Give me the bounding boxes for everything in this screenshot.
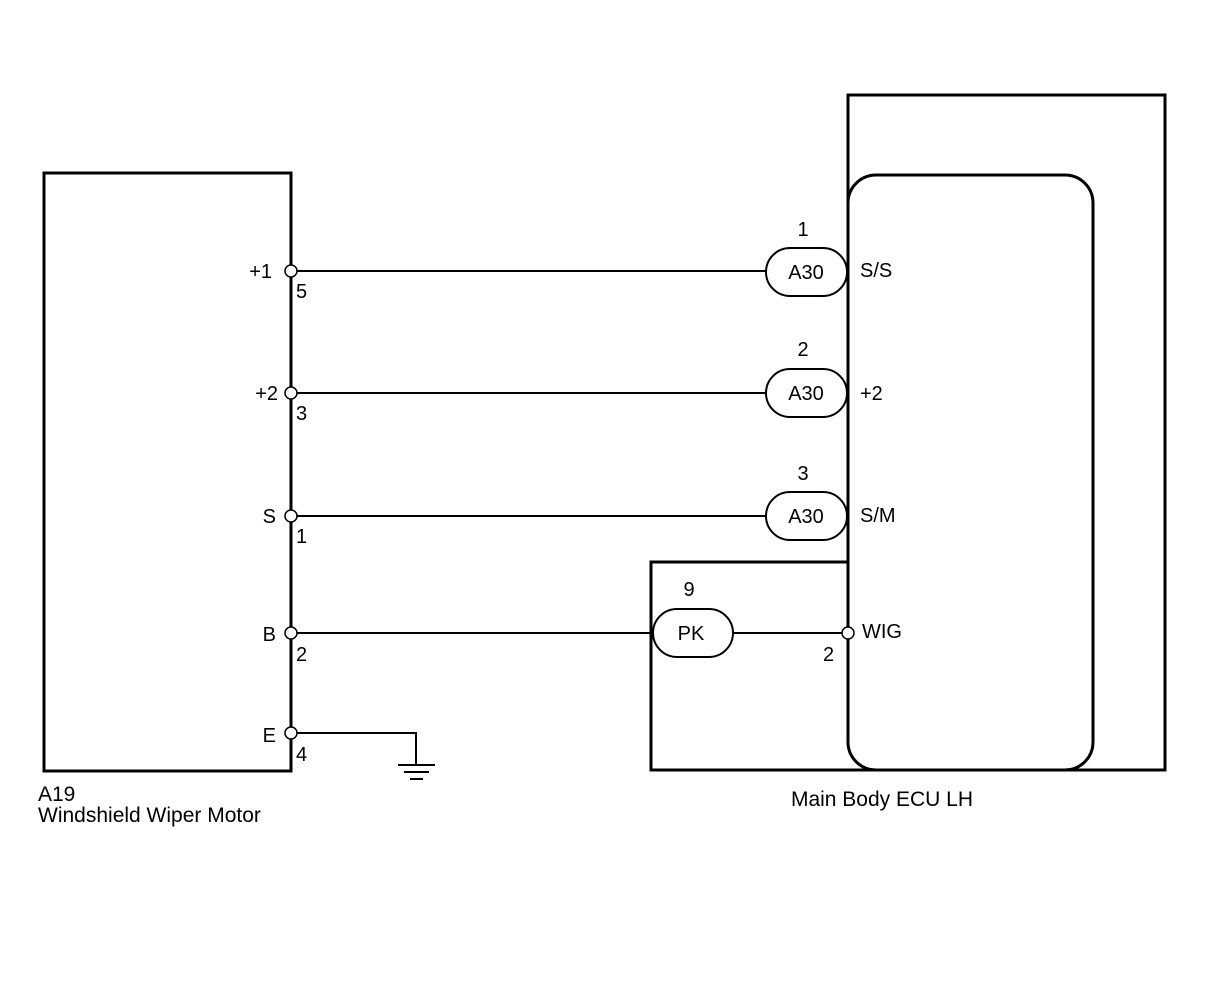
- ecu-terminal-label: S/M: [860, 505, 896, 527]
- ecu-terminal-label: S/S: [860, 260, 892, 282]
- motor-terminal-label: E: [263, 725, 276, 747]
- connector-a30: [765, 247, 848, 297]
- motor-code-label: A19: [38, 783, 75, 806]
- connector-pk: [652, 608, 734, 658]
- circuit-plus2: +2 3 A30 2 +2: [255, 339, 883, 425]
- wire-e-ground: [291, 732, 417, 764]
- motor-pin-s: [284, 509, 298, 523]
- circuit-b: B 2 PK 9 WIG 2: [263, 579, 902, 666]
- motor-terminal-label: B: [263, 624, 276, 646]
- motor-terminal-label: +2: [255, 383, 278, 405]
- motor-pin-number: 3: [296, 403, 307, 425]
- connector-a30: [765, 368, 848, 418]
- ecu-inner-box: [846, 173, 1095, 772]
- wiper-motor-box: [42, 171, 293, 773]
- motor-pin-number: 2: [296, 644, 307, 666]
- ecu-outer-box: [649, 93, 1167, 772]
- connector-pin-number: 3: [797, 463, 808, 485]
- motor-pin-plus2: [284, 386, 298, 400]
- ecu-pin-wig: [841, 626, 855, 640]
- motor-pin-b: [284, 626, 298, 640]
- connector-pin-number: 9: [683, 579, 694, 601]
- circuit-plus1: +1 5 A30 1 S/S: [249, 219, 892, 303]
- ecu-terminal-label: +2: [860, 383, 883, 405]
- connector-label: A30: [788, 262, 824, 284]
- circuit-s: S 1 A30 3 S/M: [263, 463, 896, 548]
- ecu-pin-number: 2: [823, 644, 834, 666]
- circuit-e: E 4: [263, 725, 435, 780]
- motor-terminal-label: +1: [249, 261, 272, 283]
- ground-icon: [398, 764, 435, 780]
- motor-pin-plus1: [284, 264, 298, 278]
- motor-terminal-label: S: [263, 506, 276, 528]
- motor-pin-e: [284, 726, 298, 740]
- motor-pin-number: 5: [296, 281, 307, 303]
- connector-pin-number: 2: [797, 339, 808, 361]
- connector-label: A30: [788, 383, 824, 405]
- connector-label: PK: [678, 623, 705, 645]
- motor-pin-number: 1: [296, 526, 307, 548]
- ecu-name-label: Main Body ECU LH: [791, 788, 973, 811]
- ecu-terminal-label: WIG: [862, 621, 902, 643]
- connector-a30: [765, 491, 848, 541]
- motor-pin-number: 4: [296, 744, 307, 766]
- motor-name-label: Windshield Wiper Motor: [38, 804, 261, 827]
- connector-pin-number: 1: [797, 219, 808, 241]
- connector-label: A30: [788, 506, 824, 528]
